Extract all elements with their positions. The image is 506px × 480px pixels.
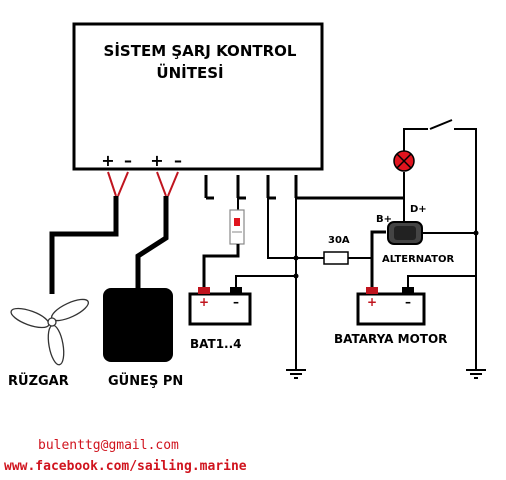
house-battery-icon <box>188 292 252 326</box>
engine-battery-label: BATARYA MOTOR <box>334 332 447 346</box>
wind-label: RÜZGAR <box>8 373 69 389</box>
solar-panel-icon <box>103 288 173 362</box>
engine-battery-icon <box>356 292 426 326</box>
bat1-positive-post <box>198 287 210 294</box>
wind-minus-terminal: – <box>124 151 132 170</box>
ignition-switch-icon <box>429 119 453 130</box>
controller-output-wires <box>204 175 404 200</box>
bat1-negative-post <box>230 287 242 294</box>
alternator-b-plus-wire <box>370 230 386 258</box>
wind-plus-terminal: + <box>101 151 114 170</box>
alternator-d-plus-label: D+ <box>410 204 427 215</box>
controller-title-line1: SİSTEM ŞARJ KONTROL <box>104 41 297 60</box>
charge-lamp-cross <box>396 153 412 169</box>
bat1-negative-wire <box>235 275 296 288</box>
footer-website: www.facebook.com/sailing.marine <box>4 459 247 474</box>
house-battery-label: BAT1..4 <box>190 337 242 351</box>
wind-turbine-icon <box>10 298 90 366</box>
wind-cable <box>49 196 119 294</box>
circuit-breaker-icon <box>229 209 245 245</box>
switch-return-wire <box>454 128 477 370</box>
fuse-icon <box>323 251 349 265</box>
ground-symbol <box>466 369 486 379</box>
bat1-plus-sign: + <box>199 295 209 309</box>
footer-email: bulenttg@gmail.com <box>38 438 179 453</box>
bat1-minus-sign: – <box>233 295 239 309</box>
solar-minus-terminal: – <box>174 151 182 170</box>
bat2-minus-sign: – <box>405 295 411 309</box>
breaker-to-bat1-wire <box>202 244 240 288</box>
junction-dot <box>293 255 299 261</box>
ground-symbol <box>286 369 306 379</box>
junction-dot <box>473 230 479 236</box>
wind-input-wires <box>107 171 129 197</box>
solar-input-wires <box>156 171 179 197</box>
solar-label: GÜNEŞ PN <box>108 373 183 389</box>
alternator-b-plus-label: B+ <box>376 214 392 225</box>
bat2-positive-post <box>366 287 378 294</box>
solar-cable <box>135 196 169 288</box>
lamp-top-wire <box>403 128 428 151</box>
charge-controller-box <box>72 22 324 171</box>
fuse-label: 30A <box>328 235 350 246</box>
bat2-negative-post <box>402 287 414 294</box>
controller-title-line2: ÜNİTESİ <box>156 63 223 82</box>
alternator-label: ALTERNATOR <box>382 254 454 265</box>
bat2-plus-sign: + <box>367 295 377 309</box>
engine-battery-negative-wire <box>407 275 476 287</box>
solar-plus-terminal: + <box>150 151 163 170</box>
alternator-icon <box>387 221 476 245</box>
controller-to-fuse-wire <box>267 198 324 259</box>
